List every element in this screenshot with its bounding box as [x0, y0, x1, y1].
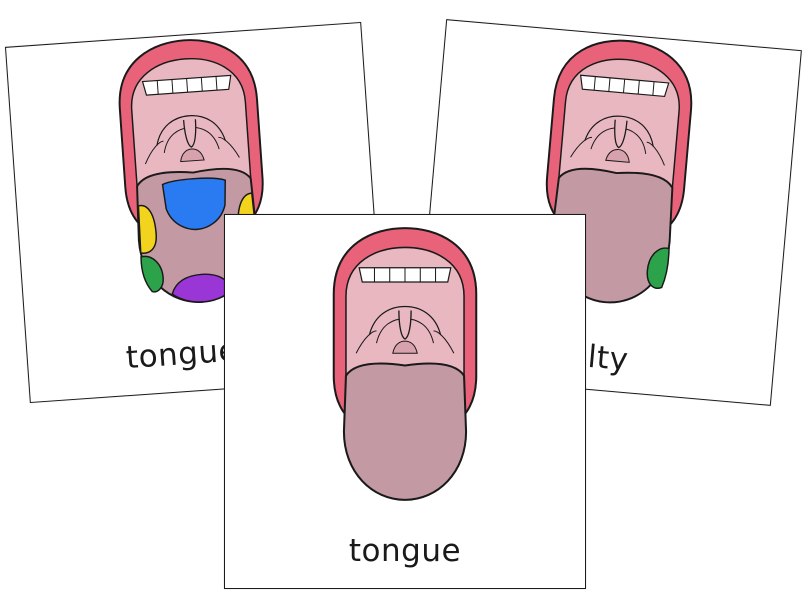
card-label: tongue	[348, 533, 462, 569]
taste-zone-bitter	[161, 177, 226, 231]
flashcard-salty: alty	[415, 19, 802, 406]
taste-zone-sour-left	[137, 204, 157, 254]
tongue-illustration	[332, 227, 478, 501]
taste-zone-salty	[140, 255, 164, 293]
card-label: tongue	[124, 332, 240, 377]
flashcard-tongue: tongue	[224, 214, 586, 589]
taste-zone-salty	[646, 247, 670, 289]
tongue-salty-zone-illustration	[542, 33, 698, 309]
